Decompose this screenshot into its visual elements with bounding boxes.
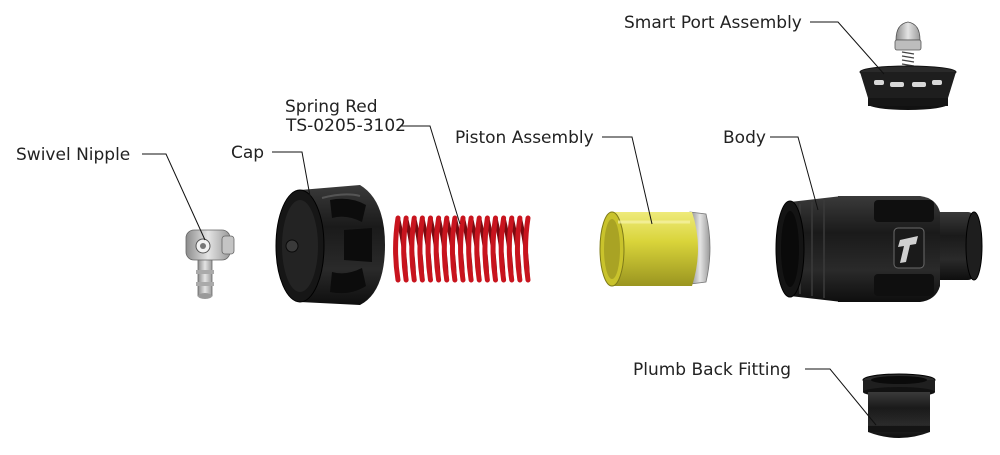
smart-port-assembly-part [859, 21, 957, 110]
leader-swivel [142, 153, 206, 241]
spring-coil-front [433, 215, 442, 283]
cap-part [275, 185, 385, 305]
spring-coil-front [401, 215, 409, 283]
label-plumb-back-fitting: Plumb Back Fitting [633, 360, 791, 380]
spring-coil-front [514, 215, 523, 283]
spring-coil-front [498, 215, 507, 283]
spring-coil-front [466, 215, 474, 283]
piston-assembly-part [599, 211, 711, 287]
spring-coil-front [523, 215, 531, 283]
plumb-back-fitting-part [862, 373, 936, 438]
swivel-nipple-part [185, 229, 235, 299]
spring-coil-front [490, 215, 498, 283]
label-swivel-nipple: Swivel Nipple [16, 145, 130, 165]
spring-coil-front [474, 215, 482, 283]
label-smart-port-assembly: Smart Port Assembly [624, 13, 802, 33]
spring-coil-front [393, 215, 401, 283]
label-spring-part-number: TS-0205-3102 [285, 116, 406, 136]
spring-coil-front [425, 215, 433, 283]
spring-coil-front [417, 215, 425, 283]
leader-smart-port [810, 21, 885, 75]
spring-coil-front [441, 215, 450, 283]
spring-coil-front [409, 215, 417, 283]
leader-spring [400, 125, 461, 225]
body-part [775, 196, 983, 302]
leader-piston [602, 136, 653, 225]
spring-coil-front [482, 215, 490, 283]
leader-plumb [805, 368, 877, 426]
leader-lines [142, 21, 885, 426]
label-cap: Cap [231, 143, 264, 163]
label-spring-red: Spring Red [285, 97, 378, 117]
leader-body [770, 136, 819, 211]
leader-cap [272, 151, 311, 197]
spring-red-part [393, 215, 531, 283]
spring-coil-front [506, 215, 515, 283]
spring-coil-front [449, 215, 458, 283]
label-piston-assembly: Piston Assembly [455, 128, 594, 148]
spring-coil-front [458, 215, 466, 283]
label-body: Body [723, 128, 766, 148]
